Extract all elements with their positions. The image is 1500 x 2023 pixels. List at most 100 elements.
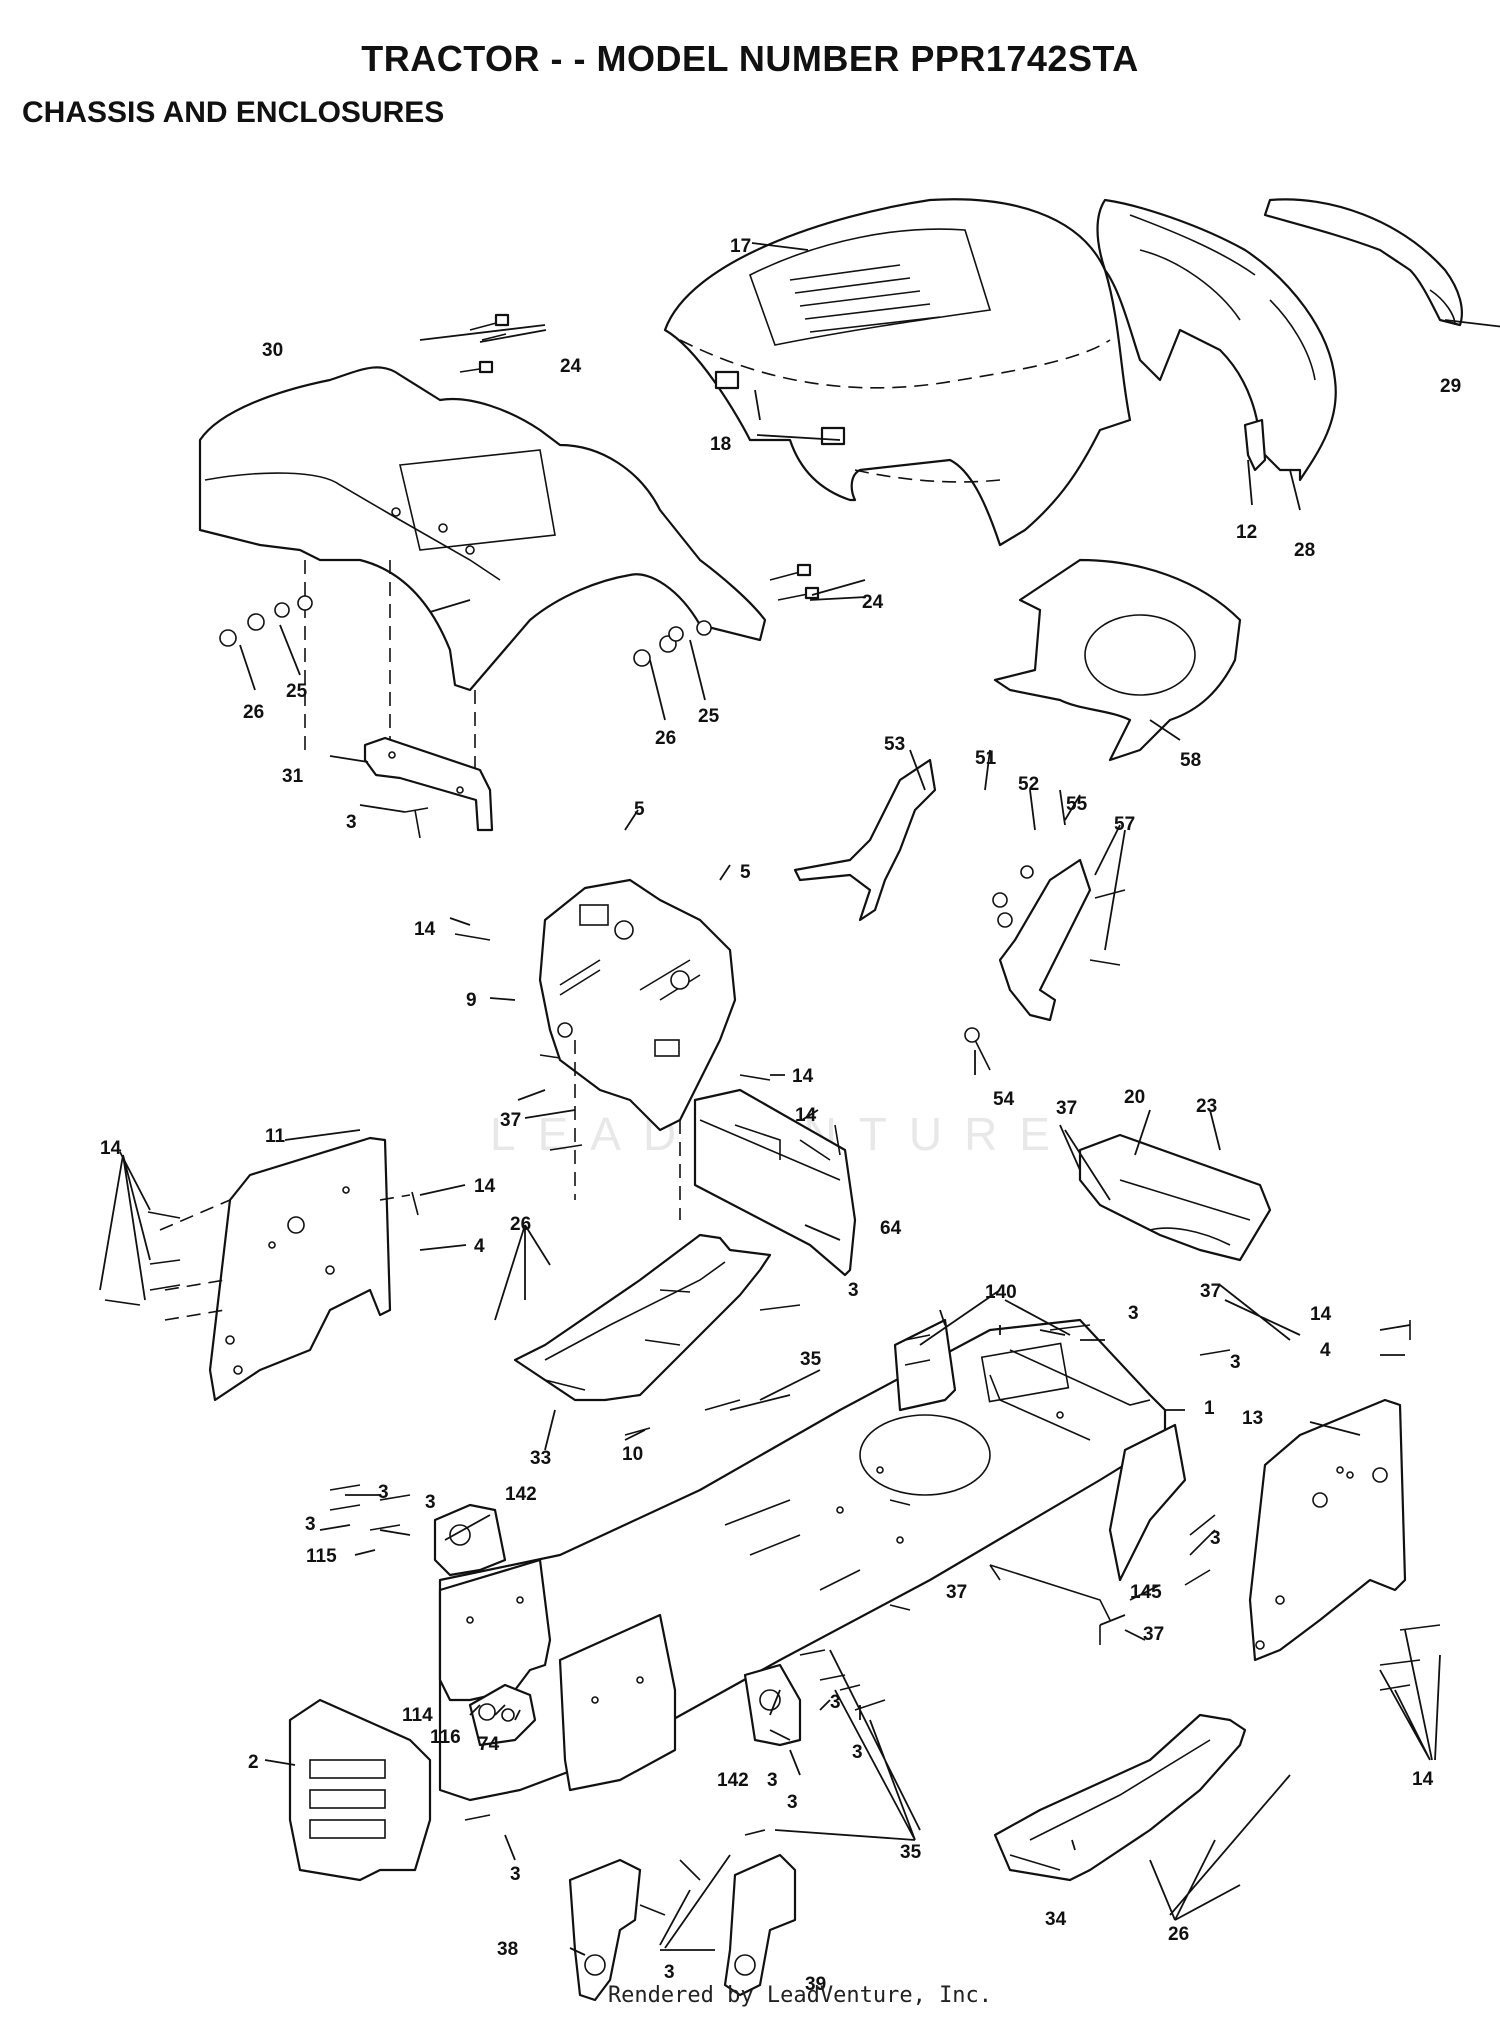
callout-26: 26 [1168, 1924, 1189, 1945]
callout-115: 115 [306, 1546, 337, 1567]
callout-5: 5 [634, 799, 645, 820]
dash-support-part [538, 878, 737, 1220]
main-frame-part [438, 1318, 1167, 1802]
callout-4: 4 [1320, 1340, 1331, 1361]
callout-53: 53 [884, 734, 905, 755]
callout-35: 35 [800, 1349, 822, 1370]
callout-3: 3 [510, 1864, 521, 1885]
footrest-right-part [993, 1713, 1247, 1882]
bolt-54-head [964, 1027, 980, 1043]
callout-3: 3 [664, 1962, 675, 1983]
side-panel-left-part [159, 1136, 411, 1402]
callout-14: 14 [792, 1066, 814, 1087]
callout-29: 29 [1440, 376, 1461, 397]
callout-140: 140 [985, 1282, 1017, 1303]
callout-24: 24 [862, 592, 884, 613]
fender-nuts-washers [219, 595, 712, 667]
callout-3: 3 [830, 1692, 841, 1713]
callout-25: 25 [286, 681, 308, 702]
callout-3: 3 [425, 1492, 436, 1513]
callout-23: 23 [1196, 1096, 1217, 1117]
callout-1: 1 [1204, 1398, 1215, 1419]
callout-3: 3 [852, 1742, 863, 1763]
callout-39: 39 [805, 1974, 826, 1995]
rod-145 [989, 1564, 1111, 1621]
brace-142-part [433, 1503, 507, 1577]
callout-31: 31 [282, 766, 304, 787]
callout-51: 51 [975, 748, 997, 769]
callout-37: 37 [1056, 1098, 1077, 1119]
front-bracket-2-part [288, 1698, 432, 1882]
fender-part [198, 366, 767, 780]
callout-labels: 17 30 24 18 29 12 28 24 25 26 25 26 58 5… [100, 236, 1461, 1995]
callout-33: 33 [530, 1448, 551, 1469]
callout-3: 3 [1210, 1528, 1221, 1549]
section-title: CHASSIS AND ENCLOSURES [22, 96, 445, 129]
footrest-left-part [513, 1233, 772, 1402]
callout-57: 57 [1114, 814, 1135, 835]
callout-38: 38 [497, 1939, 518, 1960]
callout-14: 14 [795, 1105, 817, 1126]
rear-bracket-part [893, 1318, 1187, 1582]
side-panel-right-part [1248, 1398, 1407, 1662]
callout-74: 74 [478, 1734, 500, 1755]
callout-37: 37 [1200, 1281, 1221, 1302]
footer-credit: Rendered by LeadVenture, Inc. [607, 1983, 993, 2008]
callout-14: 14 [100, 1138, 122, 1159]
bracket-12-part [1243, 418, 1267, 472]
dash-panel-part [1096, 198, 1337, 482]
callout-14: 14 [474, 1176, 496, 1197]
callout-18: 18 [710, 434, 731, 455]
callout-37: 37 [500, 1110, 521, 1131]
callout-3: 3 [848, 1280, 859, 1301]
brace-142b-part [743, 1663, 802, 1747]
callout-3: 3 [767, 1770, 778, 1791]
callout-3: 3 [1230, 1352, 1241, 1373]
callout-28: 28 [1294, 540, 1315, 561]
callout-26: 26 [510, 1214, 531, 1235]
callout-142: 142 [717, 1770, 749, 1791]
callout-24: 24 [560, 356, 582, 377]
callout-52: 52 [1018, 774, 1039, 795]
heat-shield-part [993, 558, 1242, 762]
callout-leaders [99, 242, 1500, 1956]
front-plate-right-part [558, 1613, 677, 1792]
callout-55: 55 [1066, 794, 1088, 815]
bolt-54 [974, 1039, 991, 1071]
callout-17: 17 [730, 236, 751, 257]
dash-bracket-part [793, 758, 937, 922]
callout-3: 3 [1128, 1303, 1139, 1324]
callout-35: 35 [900, 1842, 922, 1863]
callout-12: 12 [1236, 522, 1257, 543]
callout-3: 3 [787, 1792, 798, 1813]
callout-37: 37 [946, 1582, 967, 1603]
bracket-38-part [568, 1858, 642, 2002]
callout-9: 9 [466, 990, 477, 1011]
callout-114: 114 [402, 1705, 433, 1726]
callout-58: 58 [1180, 750, 1201, 771]
callout-2: 2 [248, 1752, 259, 1773]
callout-14: 14 [1310, 1304, 1332, 1325]
axle-plate-74-part [468, 1683, 537, 1747]
callout-13: 13 [1242, 1408, 1263, 1429]
callout-20: 20 [1124, 1087, 1145, 1108]
callout-26: 26 [243, 702, 264, 723]
callout-10: 10 [622, 1444, 643, 1465]
callout-14: 14 [1412, 1769, 1434, 1790]
page-title: TRACTOR - - MODEL NUMBER PPR1742STA [361, 38, 1139, 79]
callout-3: 3 [378, 1482, 389, 1503]
callout-54: 54 [993, 1089, 1015, 1110]
callout-116: 116 [430, 1727, 461, 1748]
callout-30: 30 [262, 340, 283, 361]
callout-4: 4 [474, 1236, 485, 1257]
callout-5: 5 [740, 862, 751, 883]
fender-bolts-24 [459, 313, 820, 601]
callout-37: 37 [1143, 1624, 1164, 1645]
callout-142: 142 [505, 1484, 537, 1505]
callout-26: 26 [655, 728, 676, 749]
callout-14: 14 [414, 919, 436, 940]
grille-part [1263, 198, 1463, 327]
callout-34: 34 [1045, 1909, 1067, 1930]
callout-25: 25 [698, 706, 720, 727]
